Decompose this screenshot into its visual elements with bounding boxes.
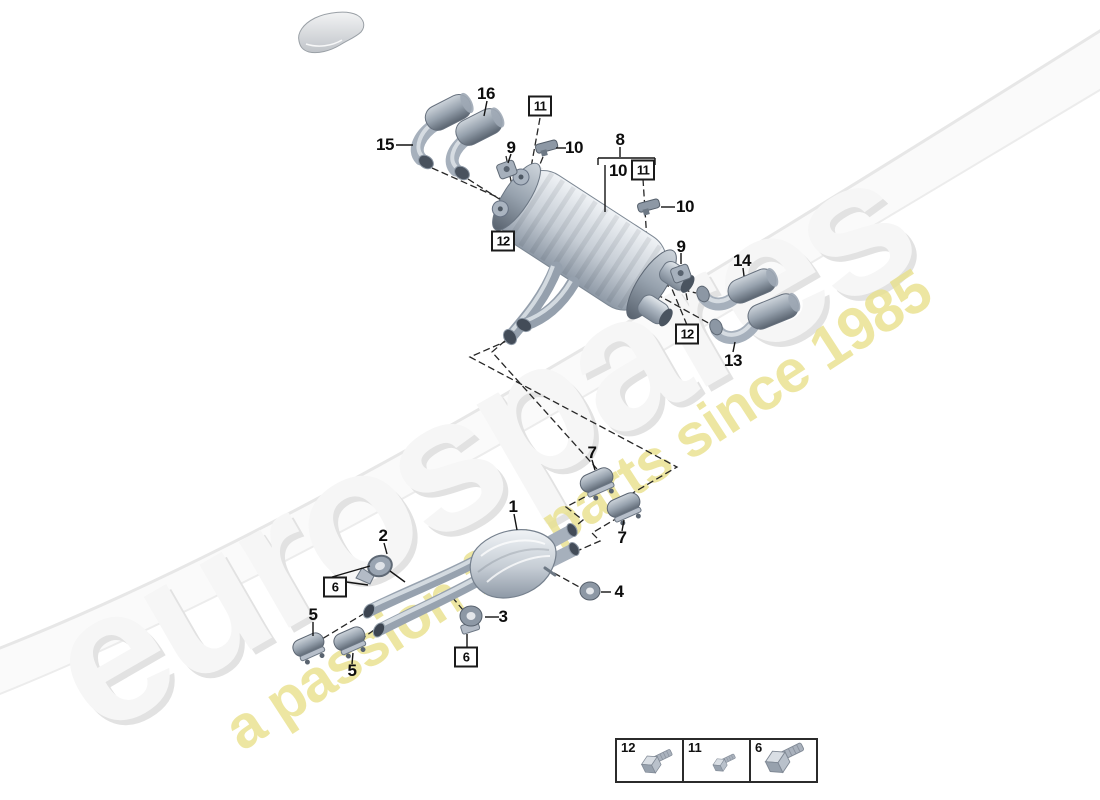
- callout-7-upper[interactable]: 7: [587, 443, 597, 462]
- bolt-icon: [758, 735, 814, 780]
- callout-16[interactable]: 16: [477, 84, 495, 103]
- callout-leader-lines: [312, 100, 745, 665]
- clamp-5-left: [292, 632, 326, 665]
- callout-2[interactable]: 2: [378, 526, 388, 545]
- mount-3: [459, 605, 483, 635]
- callout-5-left[interactable]: 5: [308, 605, 318, 624]
- holder-10-left: [534, 139, 559, 157]
- fastener-legend: 12 11: [615, 738, 818, 783]
- holder-10-right: [636, 198, 661, 216]
- callout-11-bracket[interactable]: 11: [631, 159, 655, 181]
- tailpipe-13: [709, 292, 801, 344]
- callout-5-bottom[interactable]: 5: [347, 661, 357, 680]
- watermark-brand-text: eurospares: [13, 114, 944, 773]
- tailpipe-16: [445, 107, 505, 181]
- bolt-icon: [636, 743, 680, 780]
- front-muffler: [362, 522, 580, 638]
- callout-10-left[interactable]: 10: [565, 138, 583, 157]
- callout-10-bracket[interactable]: 10: [609, 161, 627, 180]
- clamp-7-lower: [606, 492, 642, 526]
- callout-1[interactable]: 1: [508, 497, 518, 516]
- swoosh-background: [0, 29, 1100, 696]
- tailpipe-14: [696, 267, 779, 311]
- tailpipe-15: [410, 92, 474, 170]
- callout-14[interactable]: 14: [733, 251, 751, 270]
- callout-4[interactable]: 4: [614, 582, 624, 601]
- clamp-5-right: [333, 626, 367, 659]
- callout-9-left[interactable]: 9: [506, 138, 516, 157]
- car-silhouette: [298, 11, 365, 54]
- callout-15[interactable]: 15: [376, 135, 394, 154]
- callout-13[interactable]: 13: [724, 351, 742, 370]
- callout-6-right[interactable]: 6: [454, 646, 478, 668]
- bolt-icon: [709, 749, 741, 778]
- callout-12-left[interactable]: 12: [491, 230, 515, 252]
- callout-7-lower[interactable]: 7: [617, 528, 627, 547]
- clamp-2: [355, 554, 393, 585]
- bracket-9-left: [496, 159, 518, 180]
- legend-cell-6: 6: [751, 740, 816, 781]
- rear-muffler: [491, 162, 695, 346]
- legend-label: 12: [621, 740, 636, 755]
- callout-3[interactable]: 3: [498, 607, 508, 626]
- callout-6-left[interactable]: 6: [323, 576, 347, 598]
- mount-4: [579, 581, 601, 601]
- clamp-7-upper: [579, 467, 615, 501]
- legend-cell-11: 11: [684, 740, 751, 781]
- legend-cell-12: 12: [617, 740, 684, 781]
- bracket-9-right: [670, 263, 692, 284]
- watermark: eurospares eurospares a passion for part…: [13, 114, 949, 778]
- callout-8[interactable]: 8: [615, 130, 625, 149]
- callout-11-top[interactable]: 11: [528, 95, 552, 117]
- legend-label: 6: [755, 740, 763, 755]
- callout-12-right[interactable]: 12: [675, 323, 699, 345]
- callout-9-right[interactable]: 9: [676, 237, 686, 256]
- callout-10-right[interactable]: 10: [676, 197, 694, 216]
- legend-label: 11: [688, 740, 702, 755]
